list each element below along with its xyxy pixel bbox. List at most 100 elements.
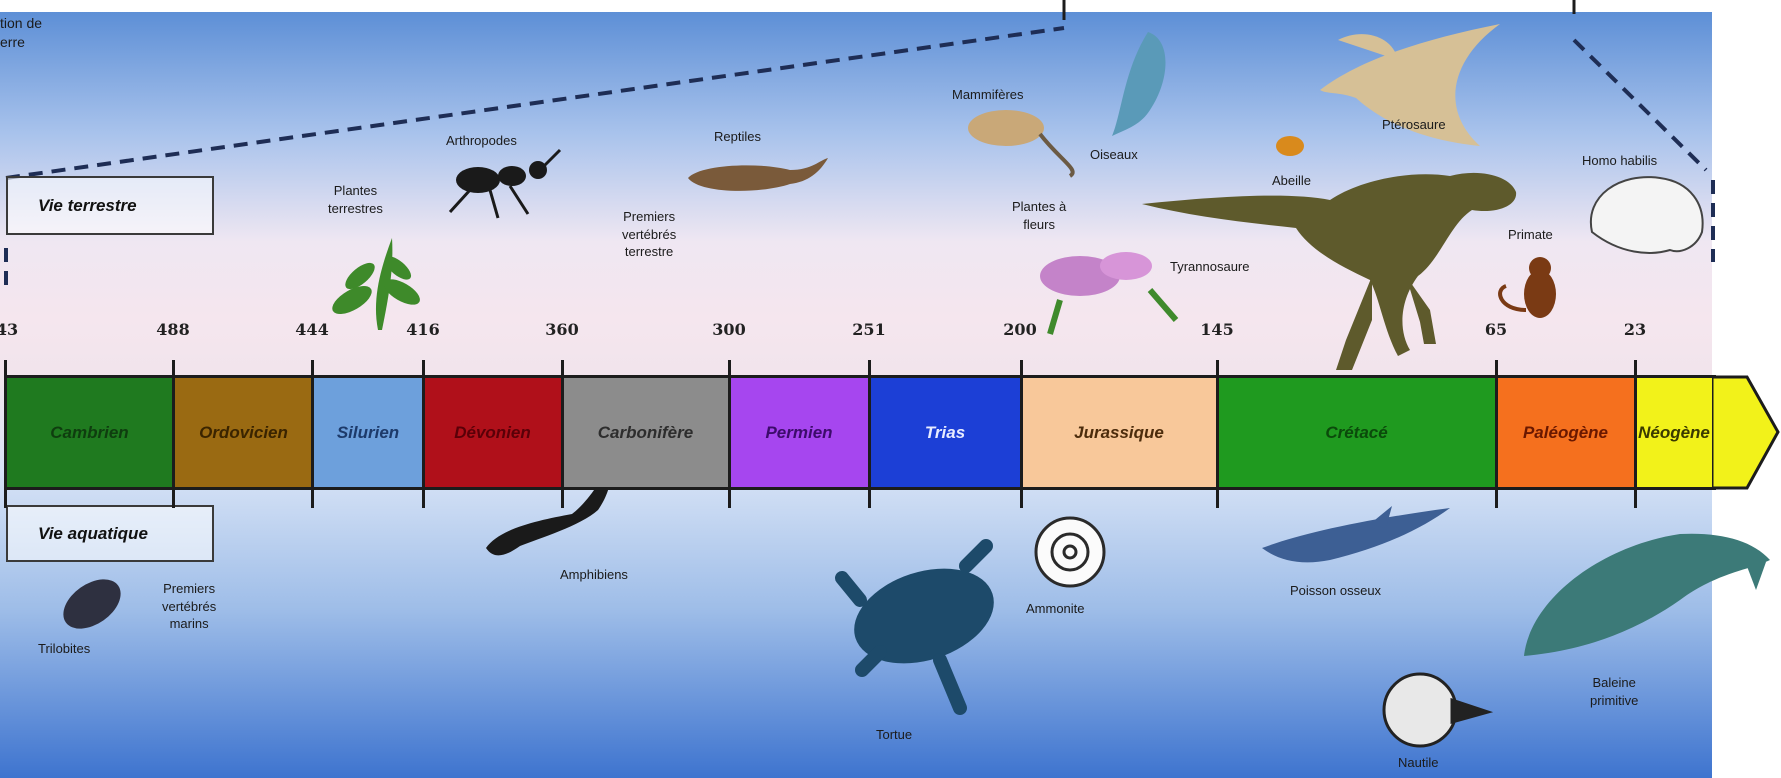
label-mammals: Mammifères xyxy=(952,86,1024,104)
label-homo-habilis-line1: Homo xyxy=(1582,153,1617,168)
period-devonian: Dévonien xyxy=(424,377,563,488)
label-first-land-vertebrates-line3: terrestre xyxy=(622,243,676,261)
label-land-plants-line2: terrestres xyxy=(328,200,383,218)
top-fragment-text: tion de erre xyxy=(0,14,42,52)
ma-label-145: 145 xyxy=(1200,320,1233,339)
label-first-marine-vertebrates-line3: marins xyxy=(162,615,216,633)
period-permian-label: Permien xyxy=(765,423,832,443)
period-cretaceous-label: Crétacé xyxy=(1325,423,1387,443)
label-first-marine-vertebrates-line1: Premiers xyxy=(162,580,216,598)
aquatic-life-box: Vie aquatique xyxy=(6,505,214,562)
label-bony-fish: Poisson osseux xyxy=(1290,582,1381,600)
period-carboniferous: Carbonifère xyxy=(563,377,730,488)
tick-145 xyxy=(1216,360,1219,508)
label-reptiles: Reptiles xyxy=(714,128,761,146)
monkey-icon xyxy=(1500,257,1556,318)
ma-label-200: 200 xyxy=(1003,320,1036,339)
tick-23 xyxy=(1634,360,1637,508)
period-neogene: Néogène xyxy=(1636,377,1712,488)
ma-label-543: 43 xyxy=(0,320,18,339)
period-neogene-label: Néogène xyxy=(1638,423,1710,443)
tick-488 xyxy=(172,360,175,508)
mammal-icon xyxy=(968,110,1073,176)
period-ordovician: Ordovicien xyxy=(175,377,314,488)
label-flowering-plants-line1: Plantes à xyxy=(1012,198,1066,216)
terrestrial-life-box: Vie terrestre xyxy=(6,176,214,235)
ma-label-23: 23 xyxy=(1624,320,1646,339)
label-nautilus: Nautile xyxy=(1398,754,1438,772)
label-land-plants: Plantes terrestres xyxy=(328,182,383,217)
label-tyrannosaurus: Tyrannosaure xyxy=(1170,258,1250,276)
period-devonian-label: Dévonien xyxy=(454,423,531,443)
bird-icon xyxy=(1112,32,1166,136)
ma-label-444: 444 xyxy=(295,320,328,339)
turtle-icon xyxy=(842,546,1006,708)
tick-543 xyxy=(4,360,7,508)
period-permian: Permien xyxy=(730,377,870,488)
ant-icon xyxy=(450,150,560,218)
ma-label-251: 251 xyxy=(852,320,885,339)
ma-label-65: 65 xyxy=(1485,320,1507,339)
tick-251 xyxy=(868,360,871,508)
period-cretaceous: Crétacé xyxy=(1218,377,1497,488)
tick-65 xyxy=(1495,360,1498,508)
nautilus-icon xyxy=(1384,674,1488,746)
label-trilobites: Trilobites xyxy=(38,640,90,658)
period-silurian: Silurien xyxy=(314,377,424,488)
label-homo-habilis-line2: habilis xyxy=(1620,153,1657,168)
whale-icon xyxy=(1524,534,1770,656)
label-amphibians: Amphibiens xyxy=(560,566,628,584)
label-land-plants-line1: Plantes xyxy=(328,182,383,200)
ma-label-300: 300 xyxy=(712,320,745,339)
label-first-land-vertebrates-line2: vertébrés xyxy=(622,226,676,244)
label-flowering-plants-line2: fleurs xyxy=(1012,216,1066,234)
label-first-marine-vertebrates-line2: vertébrés xyxy=(162,598,216,616)
period-paleogene-label: Paléogène xyxy=(1523,423,1608,443)
ma-label-488: 488 xyxy=(156,320,189,339)
timeline-arrow-head xyxy=(1712,377,1778,488)
tick-300 xyxy=(728,360,731,508)
ma-label-360: 360 xyxy=(545,320,578,339)
label-pterosaur: Ptérosaure xyxy=(1382,116,1446,134)
ammonite-icon xyxy=(1036,518,1104,586)
label-flowering-plants: Plantes à fleurs xyxy=(1012,198,1066,233)
shark-icon xyxy=(1262,506,1450,562)
trilobite-icon xyxy=(54,569,129,638)
period-cambrian-label: Cambrien xyxy=(50,423,128,443)
label-birds: Oiseaux xyxy=(1090,146,1138,164)
tick-444 xyxy=(311,360,314,508)
label-primate: Primate xyxy=(1508,226,1553,244)
label-first-land-vertebrates: Premiers vertébrés terrestre xyxy=(622,208,676,261)
band-top-border xyxy=(4,375,1716,378)
label-first-marine-vertebrates: Premiers vertébrés marins xyxy=(162,580,216,633)
skull-icon xyxy=(1591,177,1703,253)
flowering-plant-icon xyxy=(1040,252,1176,334)
label-turtle: Tortue xyxy=(876,726,912,744)
period-paleogene: Paléogène xyxy=(1497,377,1636,488)
dashed-zoom-line-right xyxy=(1574,40,1706,170)
label-bee: Abeille xyxy=(1272,172,1311,190)
top-fragment-line2: erre xyxy=(0,33,42,52)
fern-icon xyxy=(328,238,424,330)
ma-label-416: 416 xyxy=(406,320,439,339)
period-ordovician-label: Ordovicien xyxy=(199,423,288,443)
period-triassic-label: Trias xyxy=(925,423,965,443)
period-triassic: Trias xyxy=(870,377,1022,488)
period-jurassic: Jurassique xyxy=(1022,377,1218,488)
label-first-land-vertebrates-line1: Premiers xyxy=(622,208,676,226)
period-silurian-label: Silurien xyxy=(337,423,399,443)
period-carboniferous-label: Carbonifère xyxy=(598,423,693,443)
tick-200 xyxy=(1020,360,1023,508)
tick-416 xyxy=(422,360,425,508)
period-cambrian: Cambrien xyxy=(4,377,175,488)
label-arthropods: Arthropodes xyxy=(446,132,517,150)
top-fragment-line1: tion de xyxy=(0,14,42,33)
label-early-whale: Baleine primitive xyxy=(1590,674,1638,709)
band-bottom-border xyxy=(4,487,1716,490)
bee-icon xyxy=(1276,136,1304,156)
label-ammonite: Ammonite xyxy=(1026,600,1085,618)
period-jurassic-label: Jurassique xyxy=(1074,423,1164,443)
label-early-whale-line2: primitive xyxy=(1590,692,1638,710)
dashed-zoom-line-left xyxy=(6,28,1064,178)
